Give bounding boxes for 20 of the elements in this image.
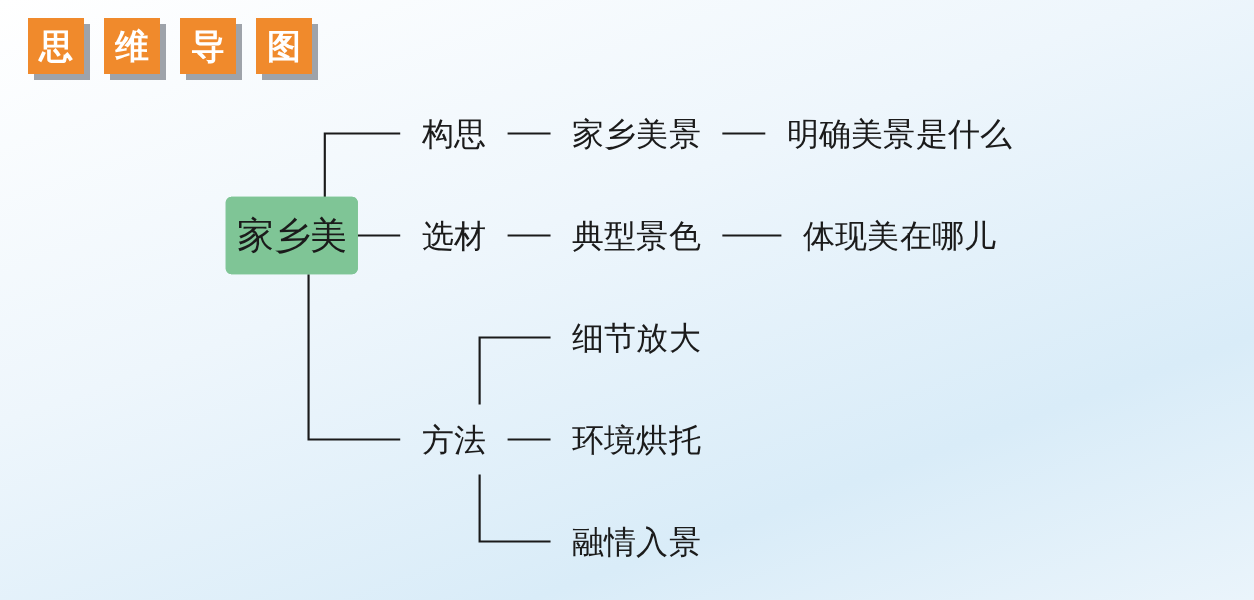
connector [307,274,401,441]
node-text: 方法 [421,420,487,459]
title: 思维导图 [28,18,318,74]
connector [478,474,551,543]
node-text: 体现美在哪儿 [802,216,997,255]
connector [323,132,401,198]
connector [506,234,551,237]
node-text: 环境烘托 [572,420,701,459]
connector [478,336,551,405]
connector [506,132,551,135]
connector [721,234,782,237]
node-text: 典型景色 [572,216,701,255]
node-text: 融情入景 [572,522,701,561]
connector [721,132,766,135]
node-text: 明确美景是什么 [786,114,1013,153]
node-text: 构思 [421,114,487,153]
node-text: 细节放大 [572,318,701,357]
node-text: 家乡美景 [572,114,701,153]
node-text: 选材 [421,216,487,255]
connector [506,438,551,441]
